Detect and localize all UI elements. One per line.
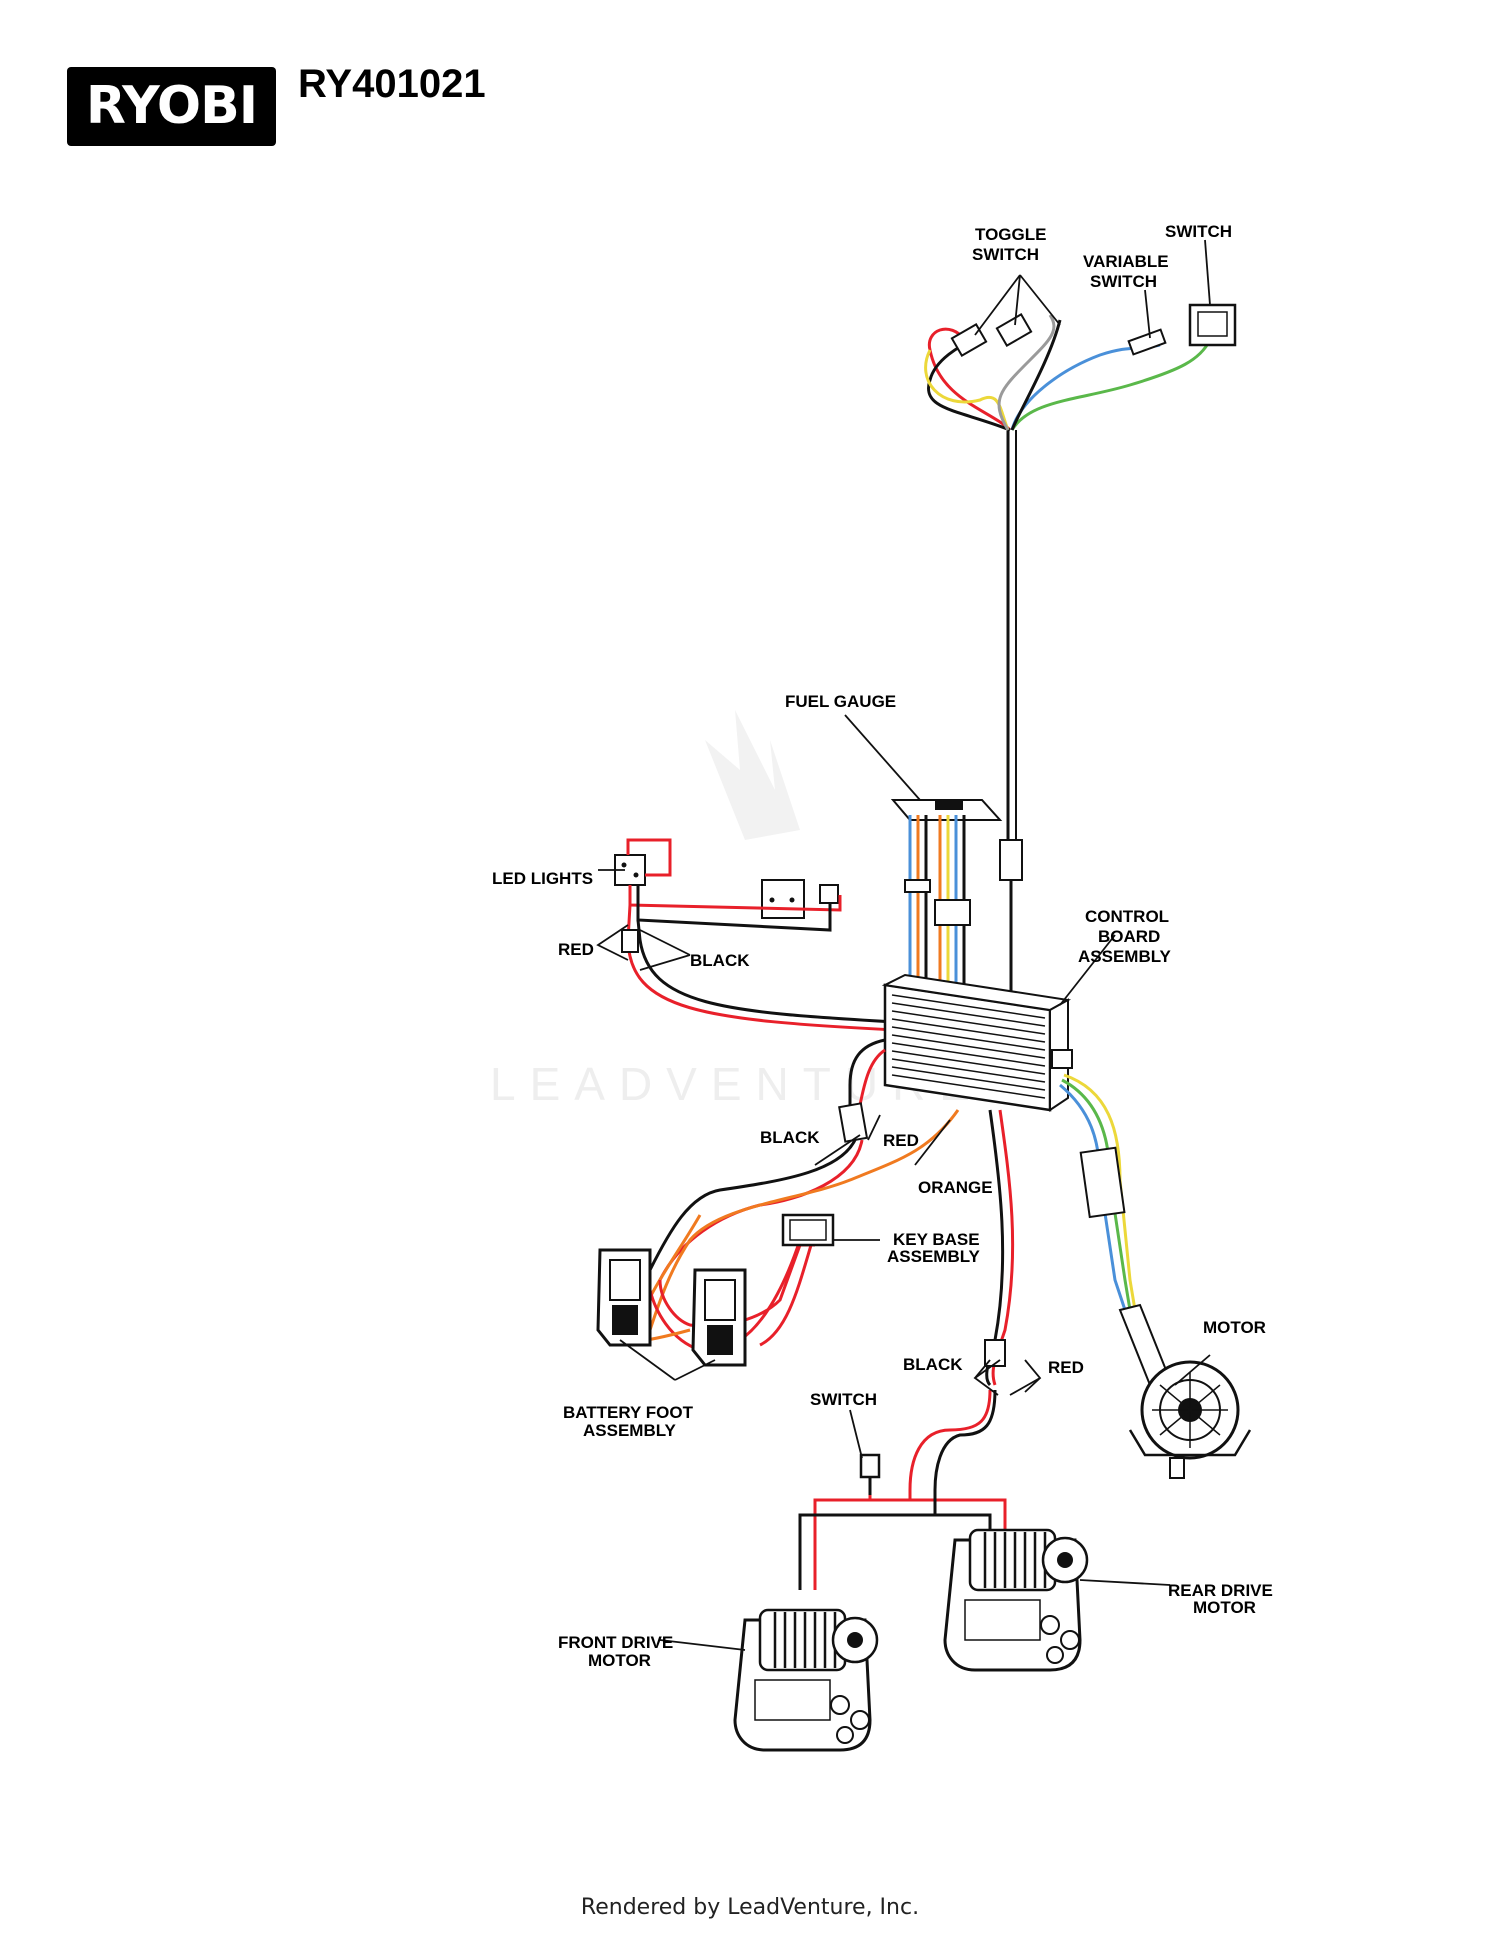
switch-top [1188, 303, 1237, 347]
label-red-drive: RED [1048, 1358, 1084, 1377]
label-red-batt: RED [883, 1131, 919, 1150]
label-key-base-1: KEY BASE [893, 1230, 980, 1249]
label-led-lights: LED LIGHTS [492, 869, 593, 888]
label-rear-drive-2: MOTOR [1193, 1598, 1256, 1617]
label-key-base-2: ASSEMBLY [887, 1247, 981, 1266]
label-variable-switch-1: VARIABLE [1083, 252, 1169, 271]
label-battery-foot-2: ASSEMBLY [583, 1421, 677, 1440]
trunk-cable [999, 430, 1023, 1040]
battery-foot-left [596, 1248, 652, 1347]
label-switch-top: SWITCH [1165, 222, 1232, 241]
label-rear-drive-1: REAR DRIVE [1168, 1581, 1273, 1600]
label-toggle-switch-2: SWITCH [972, 245, 1039, 264]
label-front-drive-2: MOTOR [588, 1651, 651, 1670]
toggle-switch-left [950, 322, 988, 358]
motor-wires [1059, 1073, 1172, 1387]
label-black-drive: BLACK [903, 1355, 963, 1374]
labels: TOGGLE SWITCH SWITCH VARIABLE SWITCH FUE… [492, 222, 1273, 1670]
led-light-right [761, 879, 839, 919]
label-orange: ORANGE [918, 1178, 993, 1197]
battery-foot-right [691, 1268, 747, 1367]
rear-drive-motor [943, 1528, 1089, 1672]
key-base [781, 1213, 835, 1247]
label-battery-foot-1: BATTERY FOOT [563, 1403, 694, 1422]
ryobi-logo: RYOBI [67, 67, 276, 146]
front-drive-motor [733, 1608, 879, 1752]
label-black-led: BLACK [690, 951, 750, 970]
label-switch-drive: SWITCH [810, 1390, 877, 1409]
label-control-board-2: BOARD [1098, 927, 1160, 946]
variable-switch [1127, 328, 1167, 356]
control-board [881, 973, 1073, 1112]
label-fuel-gauge: FUEL GAUGE [785, 692, 896, 711]
motor [1128, 1360, 1252, 1479]
toggle-switch-right [995, 312, 1033, 348]
led-wires [621, 838, 896, 1032]
footer-credit: Rendered by LeadVenture, Inc. [580, 1895, 920, 1920]
model-number: RY401021 [298, 62, 486, 106]
drive-switch [859, 1453, 881, 1479]
label-control-board-1: CONTROL [1085, 907, 1169, 926]
fuel-gauge [890, 799, 1003, 821]
label-variable-switch-2: SWITCH [1090, 272, 1157, 291]
label-control-board-3: ASSEMBLY [1078, 947, 1172, 966]
label-red-led: RED [558, 940, 594, 959]
label-motor: MOTOR [1203, 1318, 1266, 1337]
label-toggle-switch-1: TOGGLE [975, 225, 1046, 244]
logo-wordmark: RYOBI [85, 76, 258, 136]
label-front-drive-1: FRONT DRIVE [558, 1633, 673, 1652]
watermark-flame-icon [705, 710, 800, 840]
leader-lines [596, 239, 1211, 1651]
label-black-batt: BLACK [760, 1128, 820, 1147]
